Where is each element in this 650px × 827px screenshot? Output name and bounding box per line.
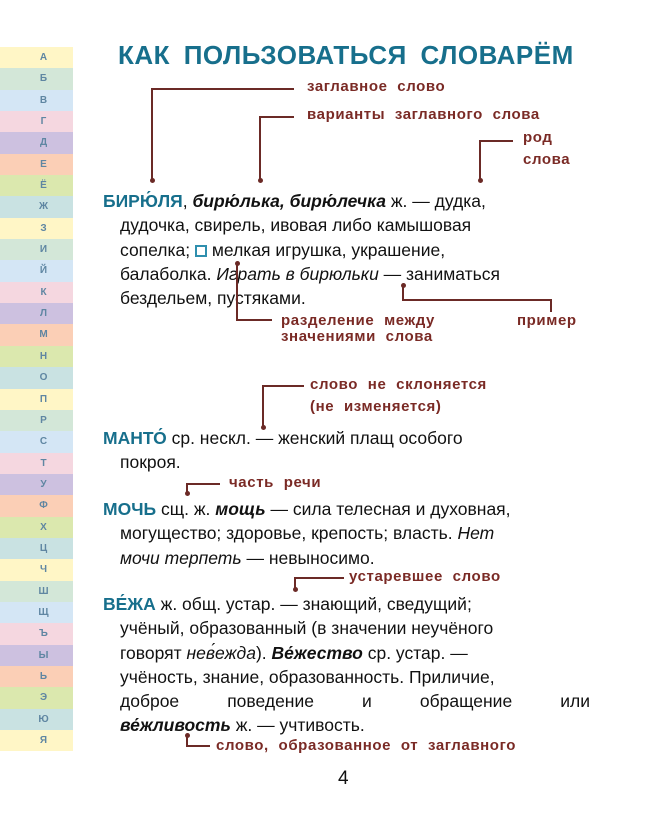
- pointer-line: [550, 299, 552, 312]
- alphabet-tab[interactable]: Х: [0, 516, 73, 538]
- headword: ВЕ́ЖА: [103, 594, 156, 614]
- label-headword: заглавное слово: [307, 78, 446, 95]
- entry-birulya: БИРЮ́ЛЯ, бирю́лька, бирю́лечка ж. — дудк…: [103, 191, 500, 309]
- alphabet-tab[interactable]: В: [0, 89, 73, 112]
- alphabet-tab[interactable]: Г: [0, 111, 73, 133]
- alphabet-tab[interactable]: С: [0, 431, 73, 453]
- label-variants: варианты заглавного слова: [307, 106, 540, 123]
- alphabet-tab[interactable]: Ф: [0, 495, 73, 517]
- alphabet-tab[interactable]: Ё: [0, 175, 73, 197]
- pointer-line: [402, 299, 552, 301]
- alphabet-tab[interactable]: О: [0, 367, 73, 389]
- alphabet-tab[interactable]: Ы: [0, 644, 73, 666]
- pointer-line: [262, 385, 264, 427]
- pointer-line: [259, 116, 261, 180]
- alphabet-tab[interactable]: К: [0, 281, 73, 304]
- derived-word: ве́жливость: [120, 715, 231, 736]
- alphabet-tab[interactable]: Ю: [0, 708, 73, 730]
- alphabet-tab[interactable]: Т: [0, 452, 73, 474]
- alphabet-tab[interactable]: Я: [0, 730, 73, 752]
- alphabet-tab[interactable]: Ъ: [0, 623, 73, 645]
- pointer-line: [402, 285, 404, 300]
- pointer-line: [186, 483, 188, 493]
- label-obsolete: устаревшее слово: [349, 568, 501, 585]
- headword: МАНТО́: [103, 428, 167, 448]
- alphabet-tab[interactable]: Ч: [0, 559, 73, 581]
- alphabet-tab[interactable]: Б: [0, 68, 73, 90]
- label-example: пример: [517, 312, 577, 329]
- alphabet-tab[interactable]: И: [0, 239, 73, 261]
- headword-variants: бирю́лька, бирю́лечка: [192, 191, 386, 211]
- pointer-line: [259, 116, 294, 118]
- pointer-dot: [260, 425, 266, 430]
- alphabet-tab[interactable]: Н: [0, 345, 73, 368]
- page-number: 4: [338, 768, 349, 789]
- derived-word: Ве́жество: [271, 642, 363, 663]
- pointer-line: [479, 140, 513, 142]
- alphabet-tab[interactable]: Ш: [0, 580, 73, 602]
- alphabet-tab[interactable]: Щ: [0, 601, 73, 624]
- alphabet-tab[interactable]: П: [0, 388, 73, 410]
- headword: МОЧЬ: [103, 499, 157, 519]
- label-indecl-2: (не изменяется): [310, 398, 442, 415]
- alphabet-tab[interactable]: З: [0, 217, 73, 240]
- alphabet-tab[interactable]: Ь: [0, 665, 73, 688]
- alphabet-tab[interactable]: Ж: [0, 196, 73, 218]
- alphabet-tab[interactable]: Л: [0, 303, 73, 325]
- pointer-dot: [184, 491, 190, 496]
- page-title: КАК ПОЛЬЗОВАТЬСЯ СЛОВАРЁМ: [118, 40, 574, 70]
- entry-vezha: ВЕ́ЖА ж. общ. устар. — знающий, сведущий…: [103, 594, 590, 736]
- sense-separator-icon: [195, 244, 208, 257]
- pointer-line: [479, 140, 481, 180]
- entry-moch: МОЧЬ сщ. ж. мощь — сила телесная и духов…: [103, 499, 511, 568]
- usage-example: Играть в бирюльки: [216, 263, 379, 284]
- label-gender-1: род: [523, 129, 553, 146]
- entry-manto: МАНТО́ ср. нескл. — женский плащ особого…: [103, 428, 463, 473]
- alphabet-tab[interactable]: Э: [0, 687, 73, 709]
- pointer-dot: [149, 178, 155, 183]
- alphabet-tab[interactable]: Д: [0, 132, 73, 154]
- alphabet-tab[interactable]: Й: [0, 260, 73, 282]
- label-part-of-speech: часть речи: [229, 474, 322, 491]
- pointer-line: [151, 88, 294, 90]
- pointer-dot: [477, 178, 483, 183]
- pointer-line: [151, 88, 153, 180]
- label-sense-sep-1: разделение между: [281, 312, 435, 329]
- pointer-line: [186, 735, 188, 747]
- alphabet-tab[interactable]: Ц: [0, 537, 73, 560]
- pointer-line: [294, 577, 296, 589]
- pointer-line: [236, 319, 272, 321]
- pointer-line: [294, 577, 344, 579]
- alphabet-tab[interactable]: М: [0, 324, 73, 346]
- alphabet-tab[interactable]: А: [0, 47, 73, 69]
- pointer-line: [262, 385, 304, 387]
- pointer-line: [186, 745, 210, 747]
- pointer-line: [236, 263, 238, 321]
- headword: БИРЮ́ЛЯ: [103, 191, 183, 211]
- alphabet-tab[interactable]: Р: [0, 409, 73, 432]
- pointer-dot: [292, 587, 298, 592]
- alphabet-tab[interactable]: У: [0, 473, 73, 496]
- alphabet-tab[interactable]: Е: [0, 153, 73, 176]
- label-indecl-1: слово не склоняется: [310, 376, 487, 393]
- label-derived: слово, образованное от заглавного: [216, 737, 516, 754]
- label-gender-2: слова: [523, 151, 571, 168]
- pointer-line: [186, 483, 220, 485]
- pointer-dot: [257, 178, 263, 183]
- label-sense-sep-2: значениями слова: [281, 328, 433, 345]
